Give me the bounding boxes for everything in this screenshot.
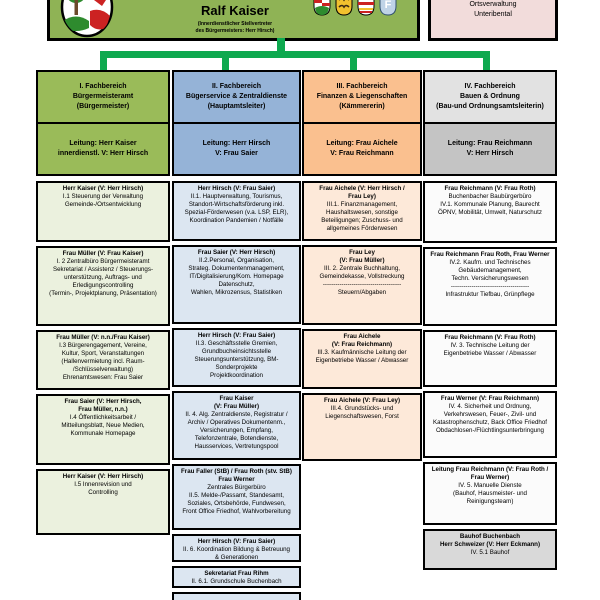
org-unit-person: Frau Aichele (V: Frau Ley) (323, 397, 401, 404)
org-unit-tasks: I. 2 Zentralbüro Bürgermeisteramt Sekret… (49, 258, 157, 298)
org-unit-box: Frau Aichele (V: Frau Reichmann)III.3. K… (302, 329, 422, 389)
org-unit-person: Frau Reichmann Frau Roth, Frau Werner (430, 251, 550, 258)
dept-1-leitung: Leitung: Herr Kaiser innerdienstl. V: He… (36, 122, 170, 176)
org-unit-box: Herr Hirsch (V: Frau Saier)II. 6. Koordi… (172, 534, 301, 562)
dept-2-title: II. Fachbereich Bügerservice & Zentraldi… (172, 70, 301, 124)
org-unit-tasks: II. 6. Koordination Bildung & Betreuung … (183, 546, 290, 562)
connector-bar (100, 51, 490, 58)
org-unit-box: Frau Saier (V: Herr Hirsch, Frau Müller,… (36, 394, 170, 465)
org-unit-tasks: II.2.Personal, Organisation, Strateg. Do… (188, 257, 285, 297)
org-unit-person: Frau Reichmann (V: Frau Roth) (444, 334, 536, 341)
small-coat-of-arms-4-icon: F (379, 0, 397, 18)
org-unit-tasks: I.5 Innenrevision und Controlling (74, 481, 132, 497)
org-unit-box: Frau Reichmann (V: Frau Roth)Buchenbache… (423, 181, 557, 243)
col-3-body: Frau Aichele (V: Herr Hirsch / Frau Ley)… (302, 181, 422, 461)
org-unit-tasks: II. 6.1. Grundschule Buchenbach (191, 578, 282, 586)
org-unit-tasks: Zentrales Bürgerbüro II.5. Melde-/Passam… (182, 484, 291, 516)
ortsverwaltung-box (428, 0, 558, 41)
org-unit-box: Leitung Frau Reichmann (V: Frau Roth / F… (423, 462, 557, 525)
municipal-coat-of-arms-icon (60, 0, 114, 38)
small-coat-of-arms-2-icon (335, 0, 353, 18)
org-unit-tasks: II.1. Hauptverwaltung, Tourismus, Stando… (184, 193, 289, 225)
org-unit-box: Frau Werner (V: Frau Reichmann)IV. 4. Si… (423, 391, 557, 458)
org-unit-box: Frau Aichele (V: Frau Ley)III.4. Grundst… (302, 393, 422, 461)
org-unit-person: Frau Faller (StB) / Frau Roth (stv. StB)… (181, 468, 292, 484)
col-2-body: Herr Hirsch (V: Frau Saier)II.1. Hauptve… (172, 181, 301, 600)
org-unit-person: Frau Werner (V: Frau Reichmann) (440, 395, 540, 402)
org-unit-person: Sekretariat Frau Rihm (204, 570, 269, 577)
org-unit-box: Frau Ley (V: Frau Müller)III. 2. Zentral… (302, 245, 422, 325)
org-unit-tasks: III.3. Kaufmännische Leitung der Eigenbe… (315, 349, 409, 365)
org-unit-person: Frau Saier (V: Herr Hirsch) (197, 249, 276, 256)
org-unit-person: Frau Aichele (V: Herr Hirsch / Frau Ley) (319, 185, 405, 201)
org-unit-tasks: I.3 Bürgerengagement, Vereine, Kultur, S… (59, 342, 147, 382)
org-unit-tasks: III.1. Finanzmanagement, Haushaltswesen,… (321, 201, 403, 233)
org-unit-person: Frau Saier (V: Herr Hirsch, Frau Müller,… (64, 398, 142, 414)
org-unit-tasks: III. 2. Zentrale Buchhaltung, Gemeindeka… (319, 265, 405, 297)
org-unit-tasks: IV. 4. Sicherheit und Ordnung, Verkehrsw… (432, 403, 548, 435)
org-unit-tasks: IV. 5. Manuelle Dienste (Bauhof, Hausmei… (453, 482, 527, 506)
connector-drop-4 (483, 51, 490, 77)
col-1-body: Herr Kaiser (V: Herr Hirsch)I.1 Steuerun… (36, 181, 170, 535)
org-unit-box: Herr Kaiser (V: Herr Hirsch)I.5 Innenrev… (36, 469, 170, 535)
org-unit-tasks: II. 4. Alg. Zentraldienste, Registratur … (185, 411, 288, 451)
org-unit-person: Herr Hirsch (V: Frau Saier) (197, 185, 276, 192)
org-unit-tasks: I.4 Öffentlichkeitsarbeit / Mitteilungsb… (61, 414, 145, 438)
org-unit-person: Frau Aichele (V: Frau Reichmann) (331, 333, 393, 349)
small-coat-of-arms-1-icon (313, 0, 331, 18)
org-unit-tasks: II.3. Geschäftsstelle Gremien, Grundbuch… (194, 340, 279, 380)
org-unit-person: Frau Kaiser (V: Frau Müller) (213, 395, 260, 411)
org-unit-person: Frau Reichmann (V: Frau Roth) (444, 185, 536, 192)
org-unit-tasks: IV. 5.1 Bauhof (470, 549, 510, 557)
ortsverwaltung-label: Ortsverwaltung Unteribental (469, 1, 517, 19)
mayor-name: Ralf Kaiser (201, 3, 269, 18)
org-unit-tasks: III.4. Grundstücks- und Liegenschaftswes… (325, 405, 399, 421)
org-unit-box: Frau Müller (V: n.n./Frau Kaiser)I.3 Bür… (36, 330, 170, 390)
org-unit-person: Frau Müller (V: Frau Kaiser) (62, 250, 144, 257)
svg-text:F: F (385, 0, 392, 11)
org-unit-tasks: IV.2. Kaufm. und Technisches Gebäudemana… (445, 259, 535, 299)
org-unit-tasks: Buchenbacher Baubürgerbüro IV.1. Kommuna… (438, 193, 542, 217)
dept-3-leitung: Leitung: Frau Aichele V: Frau Reichmann (302, 122, 422, 176)
org-unit-box (172, 592, 301, 600)
org-unit-person: Frau Müller (V: n.n./Frau Kaiser) (56, 334, 150, 341)
org-unit-box: Bauhof Buchenbach Herr Schweizer (V: Her… (423, 529, 557, 570)
org-unit-person: Leitung Frau Reichmann (V: Frau Roth / F… (431, 466, 549, 482)
org-unit-box: Frau Kaiser (V: Frau Müller)II. 4. Alg. … (172, 391, 301, 460)
org-unit-tasks: IV. 3. Technische Leitung der Eigenbetri… (443, 342, 537, 358)
org-unit-box: Frau Reichmann (V: Frau Roth)IV. 3. Tech… (423, 330, 557, 387)
org-unit-person: Herr Hirsch (V: Frau Saier) (197, 332, 276, 339)
org-unit-tasks: I.1 Steuerung der Verwaltung Gemeinde-/O… (62, 193, 144, 209)
connector-drop-1 (100, 51, 107, 77)
dept-4-title: IV. Fachbereich Bauen & Ordnung (Bau-und… (423, 70, 557, 124)
org-unit-person: Herr Kaiser (V: Herr Hirsch) (62, 185, 144, 192)
org-unit-box: Herr Hirsch (V: Frau Saier)II.3. Geschäf… (172, 328, 301, 387)
org-unit-box: Herr Hirsch (V: Frau Saier)II.1. Hauptve… (172, 181, 301, 241)
mayor-subtitle: (Innerdienstlicher Stellvertreter des Bü… (195, 21, 275, 35)
org-unit-box: Frau Müller (V: Frau Kaiser)I. 2 Zentral… (36, 246, 170, 326)
org-unit-box: Herr Kaiser (V: Herr Hirsch)I.1 Steuerun… (36, 181, 170, 242)
col-4-body: Frau Reichmann (V: Frau Roth)Buchenbache… (423, 181, 557, 570)
connector-drop-3 (350, 51, 357, 77)
dept-2-leitung: Leitung: Herr Hirsch V: Frau Saier (172, 122, 301, 176)
dept-1-title: I. Fachbereich Bürgermeisteramt (Bürgerm… (36, 70, 170, 124)
org-unit-person: Frau Ley (V: Frau Müller) (339, 249, 385, 265)
connector-drop-2 (222, 51, 229, 77)
org-unit-person: Herr Kaiser (V: Herr Hirsch) (62, 473, 144, 480)
connector-stem (277, 38, 285, 54)
org-unit-box: Frau Faller (StB) / Frau Roth (stv. StB)… (172, 464, 301, 530)
org-unit-box: Frau Aichele (V: Herr Hirsch / Frau Ley)… (302, 181, 422, 241)
dept-4-leitung: Leitung: Frau Reichmann V: Herr Hirsch (423, 122, 557, 176)
small-coat-of-arms-3-icon (357, 0, 375, 18)
org-unit-person: Herr Hirsch (V: Frau Saier) (197, 538, 276, 545)
dept-3-title: III. Fachbereich Finanzen & Liegenschaft… (302, 70, 422, 124)
org-unit-person: Bauhof Buchenbach Herr Schweizer (V: Her… (439, 533, 541, 549)
org-unit-box: Frau Saier (V: Herr Hirsch)II.2.Personal… (172, 245, 301, 324)
